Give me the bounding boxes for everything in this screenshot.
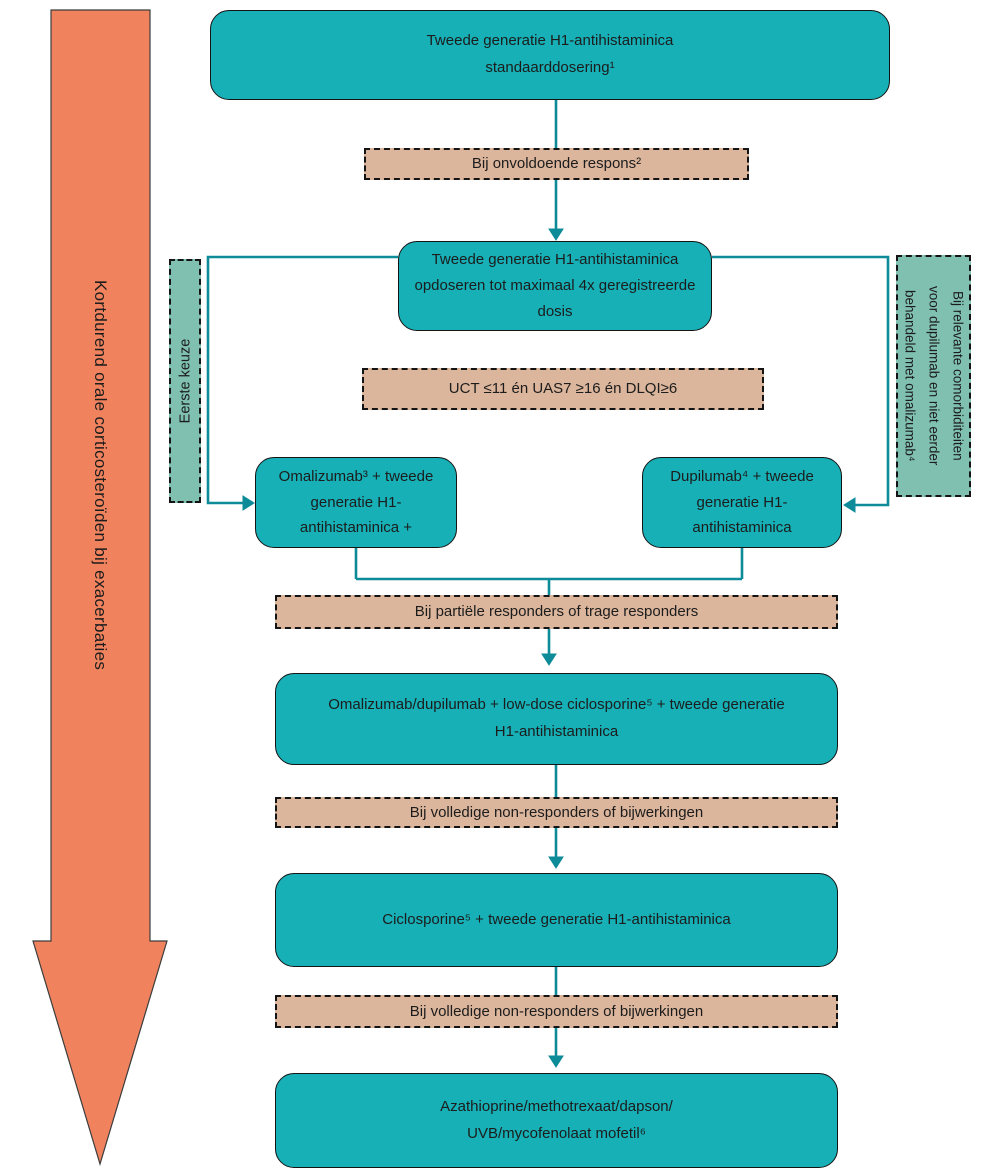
node-low-dose-ciclosporine: Omalizumab/dupilumab + low-dose ciclospo… [275,673,838,765]
condition-non-responders-2: Bij volledige non-responders of bijwerki… [275,995,838,1028]
node-updosing-label: Tweede generatie H1-antihistaminica opdo… [414,251,696,320]
node-ciclosporine: Ciclosporine⁵ + tweede generatie H1-anti… [275,873,838,967]
condition-partial-responders-label: Bij partiële responders of trage respond… [414,603,699,620]
arrowhead-updosing [548,228,564,241]
node-alternatives: Azathioprine/methotrexaat/dapson/ UVB/my… [275,1073,838,1168]
node-omalizumab: Omalizumab³ + tweede generatie H1- antih… [255,457,457,548]
node-dupilumab-label: Dupilumab⁴ + tweede generatie H1- antihi… [670,467,814,537]
node-low-dose-ciclosporine-label: Omalizumab/dupilumab + low-dose ciclospo… [328,696,785,740]
exacerbation-arrow [32,9,168,1167]
node-comorbidities-label: Bij relevante comorbiditeiten voor dupil… [902,286,966,466]
condition-non-responders-1-label: Bij volledige non-responders of bijwerki… [409,803,704,821]
node-standard-dosing-label: Tweede generatie H1-antihistaminica stan… [426,32,674,76]
condition-insufficient-response-label: Bij onvoldoende respons² [471,155,642,172]
condition-scores-label: UCT ≤11 én UAS7 ≥16 én DLQI≥6 [448,380,678,397]
arrowhead-alternatives [548,1055,564,1068]
arrowhead-dupilumab [843,497,856,513]
exacerbation-arrow-text: Kortdurend orale corticosteroïden bij ex… [91,280,110,671]
arrowhead-ciclosporine [548,856,564,869]
arrowhead-omalizumab [242,495,255,511]
condition-partial-responders: Bij partiële responders of trage respond… [275,595,838,629]
node-comorbidities: Bij relevante comorbiditeiten voor dupil… [896,255,971,497]
node-omalizumab-label: Omalizumab³ + tweede generatie H1- antih… [278,467,434,537]
condition-insufficient-response: Bij onvoldoende respons² [364,148,749,180]
connector-merge [354,548,744,654]
exacerbation-arrow-label: Kortdurend orale corticosteroïden bij ex… [58,10,142,941]
node-ciclosporine-label: Ciclosporine⁵ + tweede generatie H1-anti… [382,910,731,928]
condition-non-responders-2-label: Bij volledige non-responders of bijwerki… [409,1002,704,1020]
connector-comorbidities [712,255,890,507]
node-first-choice-label: Eerste keuze [177,338,194,424]
condition-non-responders-1: Bij volledige non-responders of bijwerki… [275,797,838,828]
connector-first-choice [206,255,398,505]
node-standard-dosing: Tweede generatie H1-antihistaminica stan… [210,10,890,100]
arrowhead-low-dose [541,653,557,666]
node-dupilumab: Dupilumab⁴ + tweede generatie H1- antihi… [642,457,842,548]
condition-scores: UCT ≤11 én UAS7 ≥16 én DLQI≥6 [362,368,764,410]
node-alternatives-label: Azathioprine/methotrexaat/dapson/ UVB/my… [440,1097,673,1142]
node-first-choice: Eerste keuze [169,259,201,503]
node-updosing: Tweede generatie H1-antihistaminica opdo… [398,241,712,331]
